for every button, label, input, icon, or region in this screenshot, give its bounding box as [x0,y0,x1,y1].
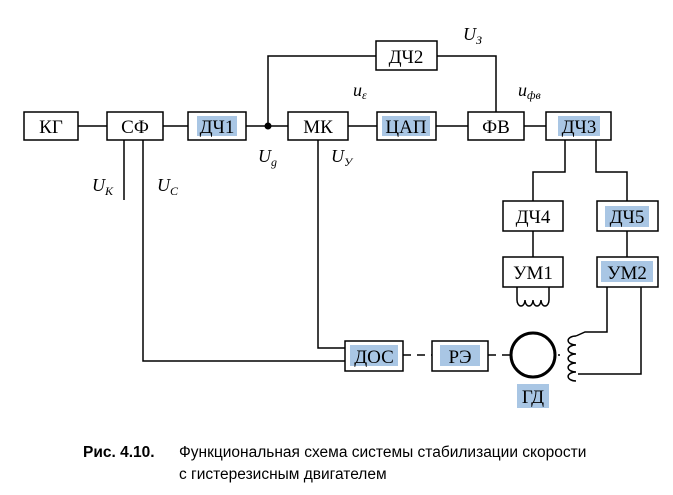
figure-caption: Рис. 4.10. Функциональная схема системы с… [83,442,586,486]
block-kg-label: КГ [39,117,63,138]
block-re-label: РЭ [448,347,471,368]
block-dch4: ДЧ4 [502,200,564,232]
signal-ufv: uфв [518,80,541,102]
caption-line-2: с гистерезисным двигателем [179,466,387,483]
block-tsap-label: ЦАП [385,117,426,138]
block-dch4-label: ДЧ4 [516,207,551,228]
signal-ue: uε [353,80,367,102]
block-sf: СФ [106,111,164,141]
block-dch3: ДЧ3 [545,111,612,141]
block-dch3-label: ДЧ3 [562,117,597,138]
block-dos: ДОС [344,340,404,372]
block-dch2: ДЧ2 [375,40,438,71]
block-um2: УМ2 [596,256,659,288]
block-fv: ФВ [467,111,525,141]
connection-lines [78,55,642,382]
block-fv-label: ФВ [482,117,510,138]
block-sf-label: СФ [121,117,149,138]
motor-gd: ГД [509,331,557,408]
signal-uy: UУ [331,146,354,169]
block-um1: УМ1 [502,256,564,288]
signal-uc: UС [157,175,179,198]
block-dch1-label: ДЧ1 [200,117,235,138]
signal-ug: Ug [258,146,277,169]
block-um1-label: УМ1 [513,263,553,284]
motor-gd-label: ГД [522,387,544,408]
signal-uk: UК [92,175,114,198]
block-re: РЭ [431,340,489,372]
block-mk-label: МК [303,117,333,138]
block-tsap: ЦАП [376,111,437,141]
block-dch1: ДЧ1 [187,111,247,141]
signal-u3: UЗ [463,24,482,47]
caption-number: Рис. 4.10. [83,444,155,461]
block-mk: МК [287,111,349,141]
block-dos-label: ДОС [354,347,394,368]
caption-line-1: Функциональная схема системы стабилизаци… [179,444,587,461]
block-dch2-label: ДЧ2 [389,47,424,68]
block-dch5-label: ДЧ5 [610,207,645,228]
block-dch5: ДЧ5 [596,200,659,232]
junction-dot [264,122,272,130]
block-kg: КГ [23,111,79,141]
block-um2-label: УМ2 [607,263,647,284]
